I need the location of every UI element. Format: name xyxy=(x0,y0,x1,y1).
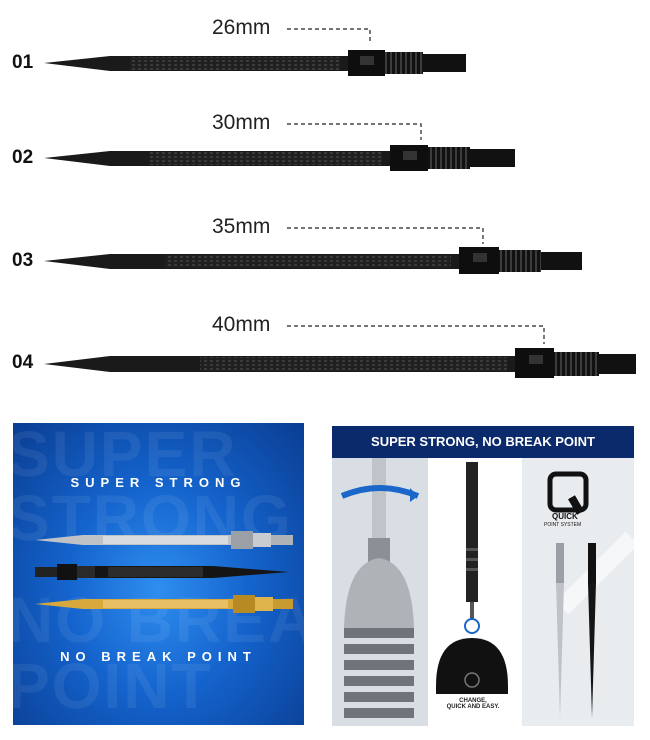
leader-02 xyxy=(287,123,422,140)
bg-word-no-break: NO BREAK xyxy=(13,584,304,656)
black-point xyxy=(35,564,289,580)
gold-point xyxy=(35,595,293,613)
quick-logo-subtext: POINT SYSTEM xyxy=(544,522,582,528)
length-label-26mm: 26mm xyxy=(212,16,271,39)
row-number-02: 02 xyxy=(12,147,34,168)
length-leaders xyxy=(287,28,545,344)
leader-03 xyxy=(287,227,484,244)
super-strong-panel: SUPER STRONG NO BREAK POINT SUPER STRONG xyxy=(13,423,304,725)
row-number-04: 04 xyxy=(12,352,34,373)
point-graphic-set xyxy=(44,28,636,378)
quick-logo-text: QUICK xyxy=(552,512,578,521)
caption-line-2: QUICK AND EASY. xyxy=(446,704,500,710)
tagline-no-break-point: NO BREAK POINT xyxy=(60,649,257,664)
dart-and-tool-graphic xyxy=(428,458,518,726)
point-tool-icon xyxy=(436,638,508,694)
length-label-40mm: 40mm xyxy=(212,313,271,336)
row-number-01: 01 xyxy=(12,52,34,73)
row-number-03: 03 xyxy=(12,250,34,271)
dart-brand-label: SUPERGRIP xyxy=(448,476,454,515)
length-label-35mm: 35mm xyxy=(212,215,271,238)
dart-point-03 xyxy=(44,247,582,274)
length-label-30mm: 30mm xyxy=(212,111,271,134)
barrel-closeup-graphic xyxy=(332,458,428,726)
headline-super-strong: SUPER STRONG xyxy=(70,475,247,490)
leader-04 xyxy=(287,325,545,344)
quick-point-system-graphic xyxy=(522,458,634,726)
three-points-graphic xyxy=(35,531,293,613)
dart-point-04 xyxy=(44,348,636,378)
caption-line-1: CHANGE, xyxy=(459,698,487,704)
silver-point xyxy=(35,531,293,549)
bg-word-point: POINT xyxy=(13,650,213,722)
quick-point-panel: SUPER STRONG, NO BREAK POINT SUPERGRIP C… xyxy=(332,426,634,726)
dart-point-01 xyxy=(44,50,466,76)
leader-01 xyxy=(287,28,371,44)
banner-super-strong: SUPER STRONG, NO BREAK POINT xyxy=(332,426,634,458)
dart-point-02 xyxy=(44,145,515,171)
caption-change: CHANGE, QUICK AND EASY. xyxy=(428,698,518,710)
q-logo-icon xyxy=(547,471,589,513)
bg-word-super: SUPER xyxy=(13,423,238,490)
